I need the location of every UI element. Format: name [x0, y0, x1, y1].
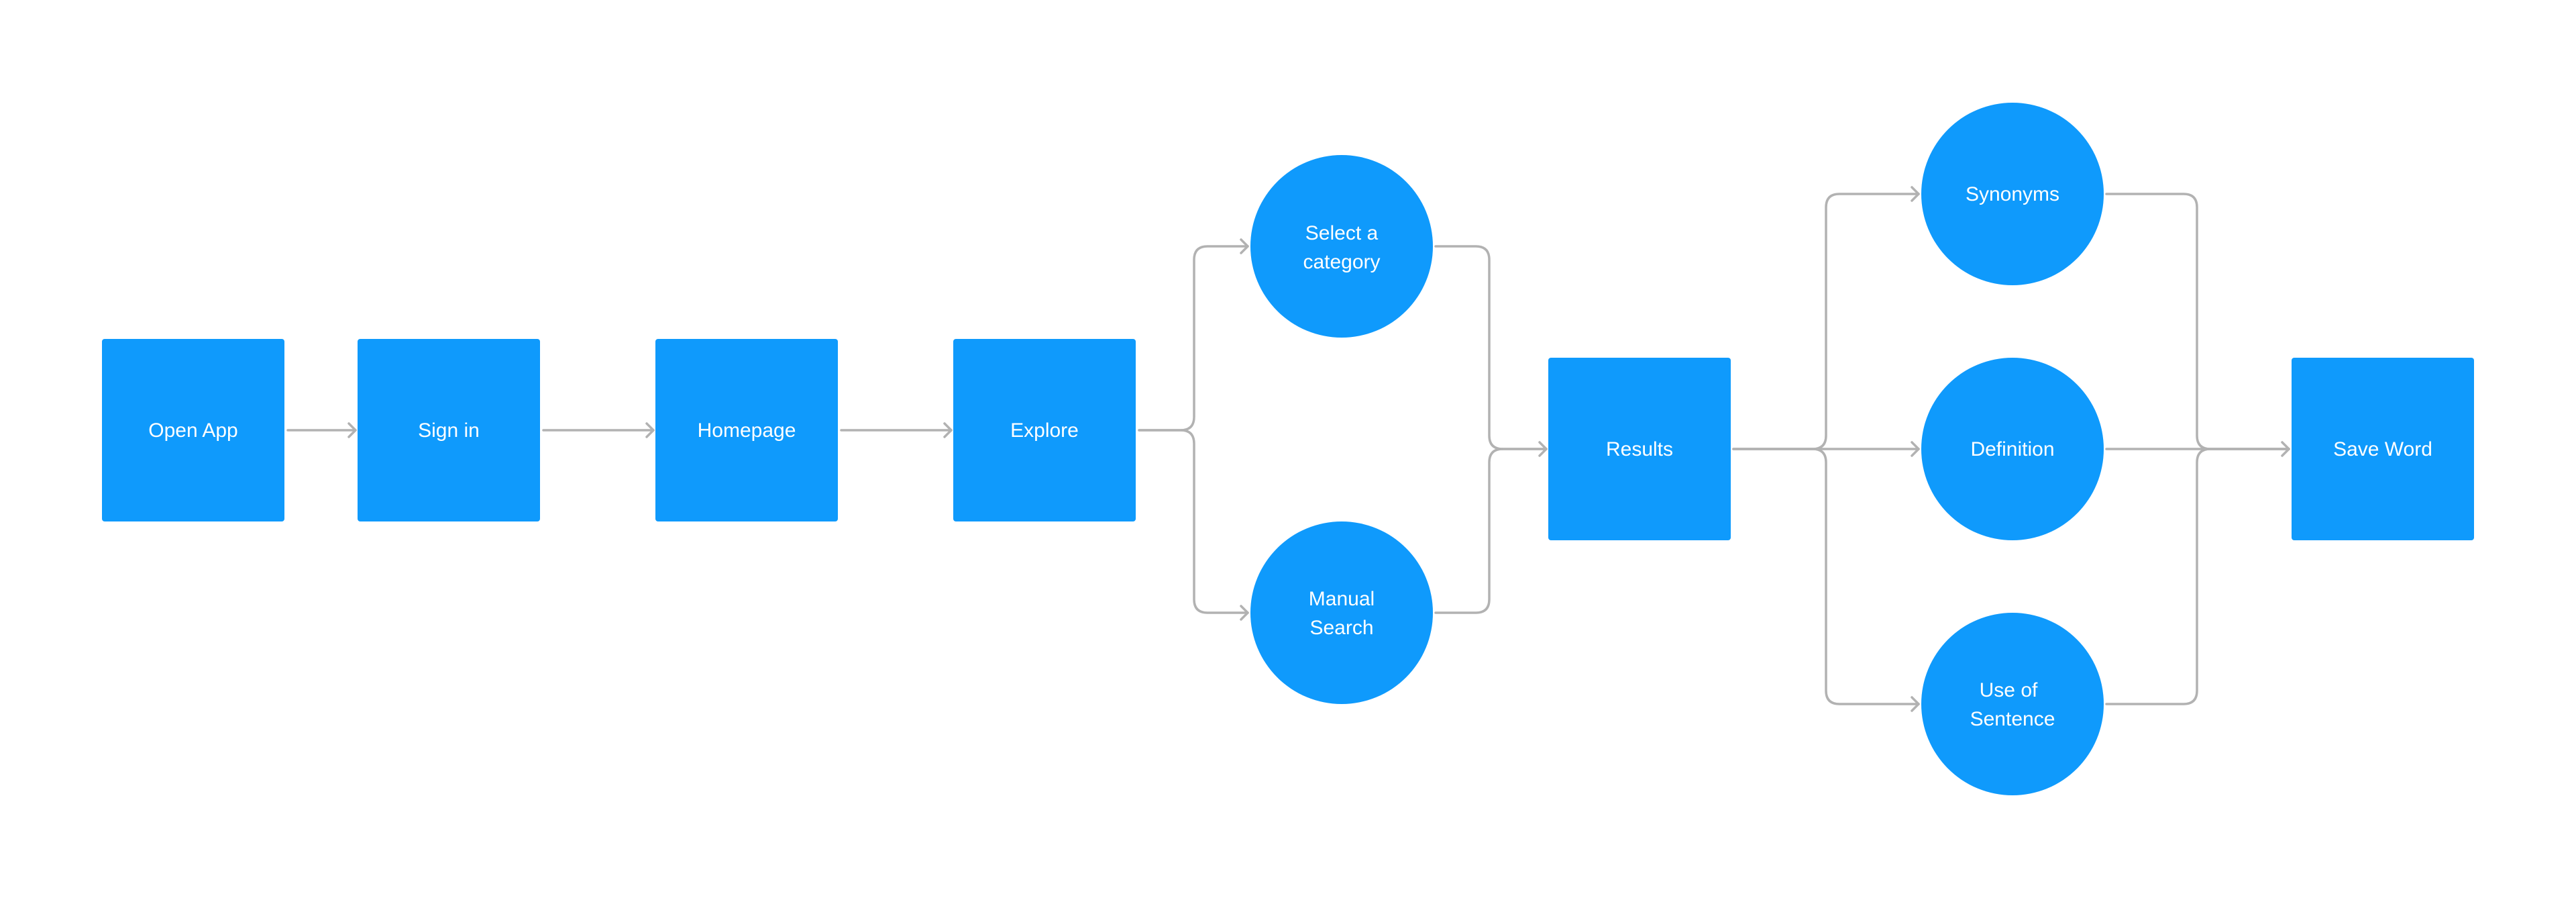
connector-explore-to-manual-search — [1138, 429, 1249, 621]
node-label: Synonyms — [1966, 183, 2059, 205]
connector-sign-in-to-homepage — [542, 422, 655, 438]
node-definition: Definition — [1921, 358, 2104, 540]
node-label-line-1: Manual — [1309, 588, 1375, 610]
node-label: Sign in — [418, 419, 480, 442]
nodes: Open App Sign in Homepage Explore Select… — [102, 103, 2474, 795]
node-save-word: Save Word — [2292, 358, 2474, 540]
connector-results-to-use-of-sentence — [1732, 448, 1920, 712]
connector-results-to-synonyms — [1732, 186, 1920, 450]
connector-homepage-to-explore — [840, 422, 953, 438]
node-select-category: Select a category — [1250, 155, 1433, 338]
node-homepage: Homepage — [655, 339, 838, 521]
node-results: Results — [1548, 358, 1731, 540]
node-sign-in: Sign in — [358, 339, 540, 521]
node-use-of-sentence: Use of Sentence — [1921, 613, 2104, 795]
node-label: Homepage — [698, 419, 796, 442]
node-label: Open App — [148, 419, 237, 442]
connector-explore-to-select-category — [1138, 238, 1249, 432]
node-label-line-1: Select a — [1305, 222, 1379, 244]
node-label-line-2: Sentence — [1970, 708, 2055, 730]
node-synonyms: Synonyms — [1921, 103, 2104, 285]
connector-select-category-to-results — [1434, 245, 1548, 450]
connector-synonyms-to-save-word — [2105, 193, 2290, 450]
connectors — [286, 186, 2290, 712]
node-label-line-2: category — [1303, 251, 1380, 273]
node-label: Results — [1606, 438, 1673, 460]
connector-manual-search-to-results — [1434, 441, 1548, 614]
connector-use-of-sentence-to-save-word — [2105, 448, 2290, 705]
node-label: Save Word — [2333, 438, 2432, 460]
connector-open-app-to-sign-in — [286, 422, 357, 438]
node-label: Definition — [1970, 438, 2054, 460]
node-label-line-1: Use of — [1980, 679, 2038, 701]
node-manual-search: Manual Search — [1250, 521, 1433, 704]
node-label: Explore — [1010, 419, 1079, 442]
node-open-app: Open App — [102, 339, 284, 521]
node-explore: Explore — [953, 339, 1136, 521]
node-label-line-2: Search — [1309, 617, 1373, 639]
